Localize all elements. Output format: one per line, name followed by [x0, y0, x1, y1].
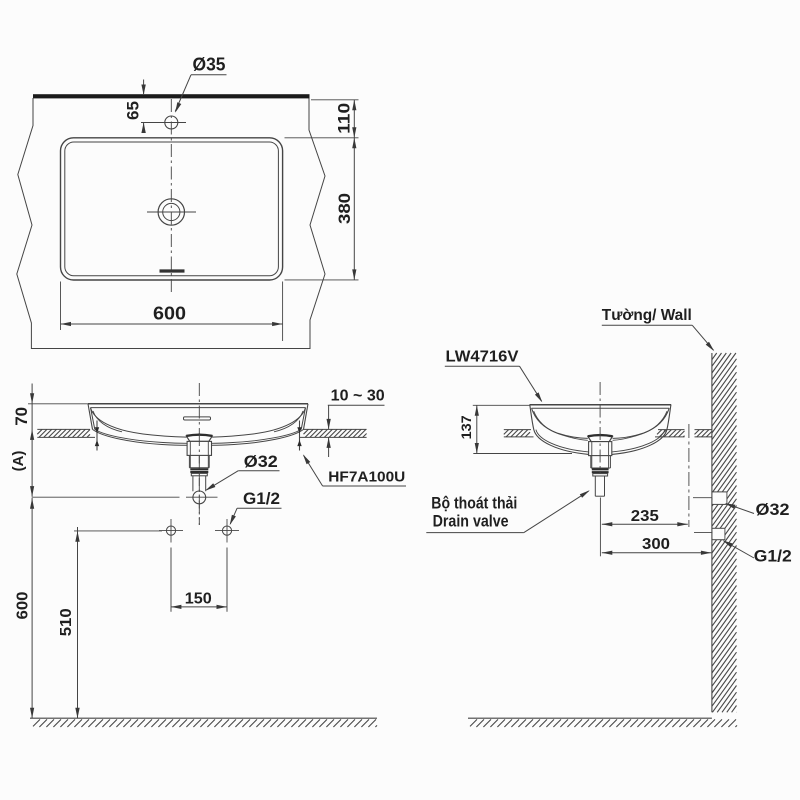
svg-text:380: 380 [335, 193, 354, 224]
svg-text:70: 70 [12, 407, 31, 426]
svg-text:150: 150 [185, 590, 212, 607]
svg-text:137: 137 [458, 415, 474, 439]
svg-text:65: 65 [124, 101, 143, 120]
svg-text:Tường/ Wall: Tường/ Wall [602, 307, 692, 324]
svg-text:(A): (A) [10, 451, 27, 472]
svg-text:G1/2: G1/2 [243, 489, 280, 508]
svg-text:LW4716V: LW4716V [446, 348, 519, 365]
svg-text:HF7A100U: HF7A100U [328, 469, 405, 486]
svg-text:G1/2: G1/2 [754, 546, 792, 565]
svg-text:600: 600 [14, 591, 31, 619]
svg-text:Ø32: Ø32 [756, 500, 790, 519]
svg-text:300: 300 [642, 536, 670, 553]
svg-text:Ø35: Ø35 [193, 54, 226, 74]
svg-text:Ø32: Ø32 [244, 452, 278, 471]
svg-text:600: 600 [153, 304, 186, 324]
svg-text:Bộ thoát thải: Bộ thoát thải [431, 493, 517, 512]
svg-text:510: 510 [58, 608, 75, 636]
svg-text:10 ~ 30: 10 ~ 30 [331, 387, 385, 404]
svg-text:110: 110 [334, 103, 353, 134]
svg-text:Drain valve: Drain valve [433, 512, 509, 531]
svg-text:235: 235 [631, 508, 659, 525]
